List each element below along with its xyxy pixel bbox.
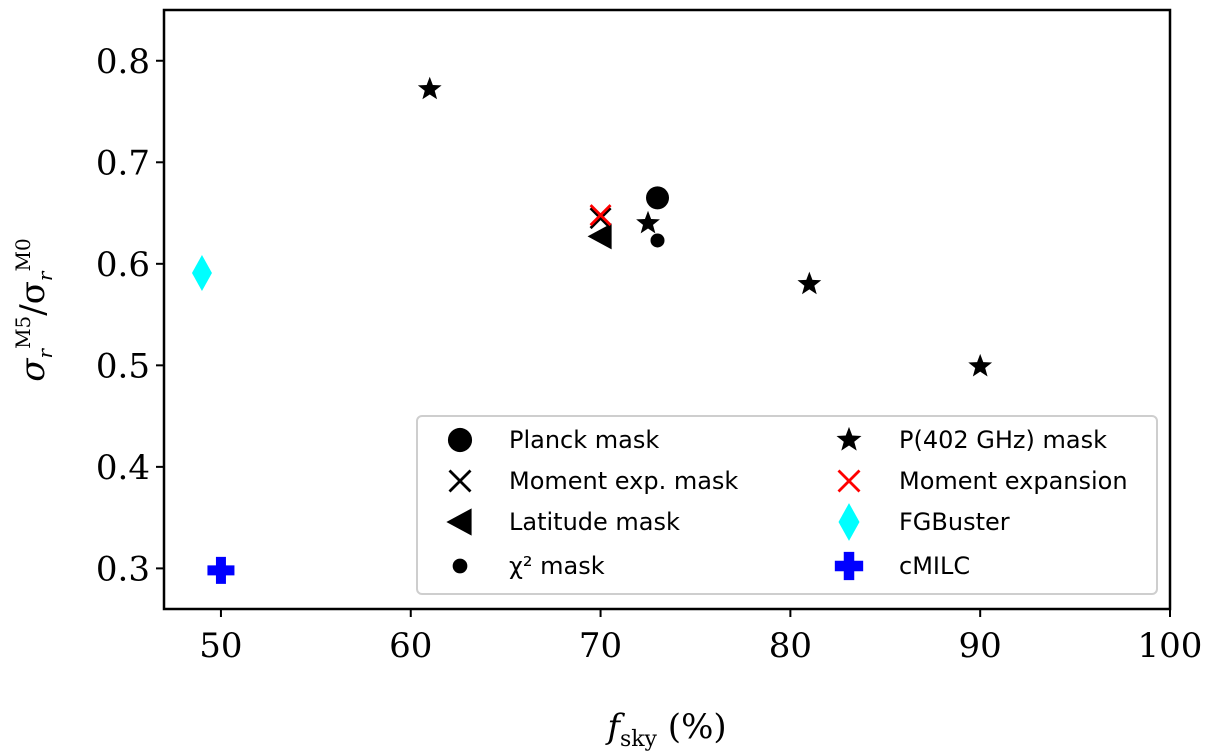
legend-label: cMILC [899,552,970,580]
data-point [207,556,235,584]
y-tick-label: 0.5 [96,346,150,386]
legend-label: χ² mask [509,552,605,580]
x-tick-label: 100 [1138,626,1203,666]
legend-marker [838,503,860,541]
legend-label: Planck mask [509,426,659,454]
legend-marker [452,558,468,574]
y-tick-label: 0.4 [96,448,150,488]
data-point [646,186,670,210]
data-point [636,210,660,234]
marks-layer [191,76,993,584]
plot-frame [162,8,1172,611]
ticks-layer: 50 60 70 80 90 100 0.3 0.4 0.5 0.6 0.7 0.8 [96,42,1203,666]
x-tick-label: 50 [199,626,242,666]
x-tick-label: 90 [959,626,1002,666]
data-point [191,254,212,291]
legend-label: Latitude mask [509,508,680,536]
data-point [797,271,822,295]
y-tick-label: 0.8 [96,42,150,82]
legend-marker [837,469,861,493]
data-point [417,76,442,100]
legend-marker [836,426,862,451]
data-point [650,233,665,248]
y-tick-label: 0.3 [96,549,150,589]
legend-box [416,415,1158,595]
data-point [589,207,612,230]
legend-label: P(402 GHz) mask [899,426,1107,454]
x-tick-label: 70 [579,626,622,666]
y-axis-label: σrM5/σrM0 [11,238,57,381]
legend-marker [446,508,472,536]
legend-marker [447,427,473,453]
x-axis-label: fsky (%) [604,707,726,752]
legend-marker [448,469,472,493]
x-tick-label: 60 [389,626,432,666]
legend-label: Moment expansion [899,467,1128,495]
data-point [589,204,612,227]
data-point [968,353,993,377]
x-tick-label: 80 [769,626,812,666]
y-tick-label: 0.7 [96,143,150,183]
data-point [587,223,612,250]
legend-marker [834,551,864,581]
y-tick-label: 0.6 [96,245,150,285]
legend-label: FGBuster [899,508,1010,536]
legend-label: Moment exp. mask [509,467,738,495]
